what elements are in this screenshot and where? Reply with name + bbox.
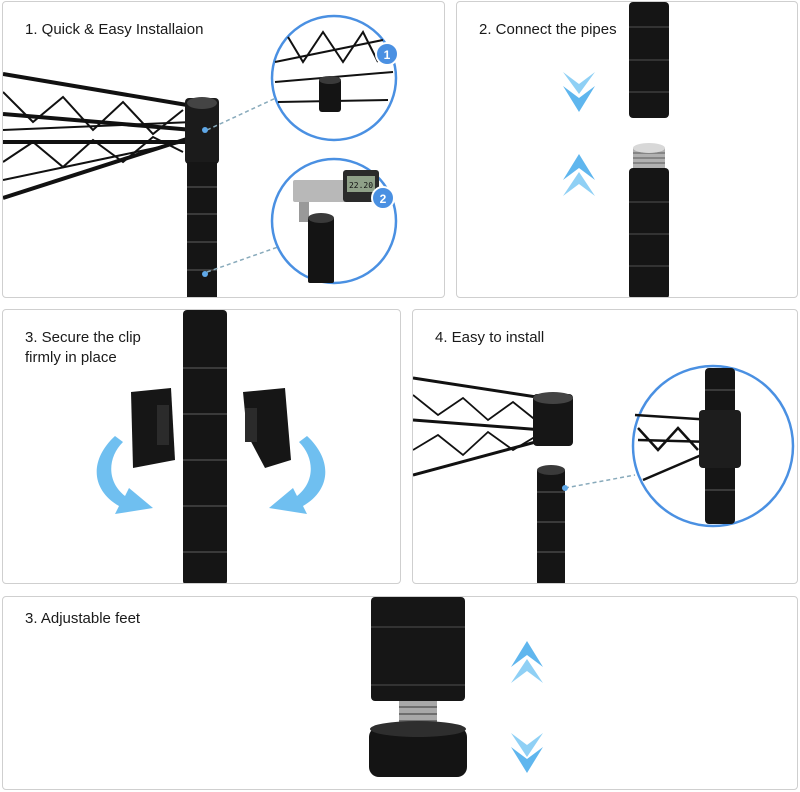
panel-5-caption: 3. Adjustable feet [25, 610, 141, 627]
curved-arrow-right-icon [269, 436, 326, 514]
curved-arrow-left-icon [96, 436, 153, 514]
panel-easy-install: 4. Easy to install [412, 309, 798, 584]
step-badge-1: 1 [375, 42, 399, 66]
panel-1-caption: 1. Quick & Easy Installaion [25, 21, 204, 38]
leveling-foot-illustration [369, 597, 543, 777]
step-badge-2-label: 2 [380, 192, 387, 206]
down-arrow-icon [563, 72, 595, 112]
down-arrow-icon [511, 733, 543, 773]
panel-secure-clip: 3. Secure the clip firmly in place [2, 309, 401, 584]
step-badge-2: 2 [371, 186, 395, 210]
panel-quick-installation: 22.20 1 2 1. Quick & Easy Installaion [2, 1, 445, 298]
panel-4-caption: 4. Easy to install [435, 329, 545, 346]
shelf-corner-illustration: 22.20 1 2 [3, 14, 399, 297]
step-badge-1-label: 1 [384, 48, 391, 62]
shelf-sleeve-illustration [413, 364, 795, 583]
pipe-connection-illustration [563, 2, 669, 297]
panel-3-caption: 3. Secure the clip firmly in place [25, 329, 141, 366]
panel-2-caption: 2. Connect the pipes [479, 21, 617, 38]
caliper-display-reading: 22.20 [349, 181, 373, 190]
up-arrow-icon [511, 641, 543, 683]
panel-connect-pipes: 2. Connect the pipes [456, 1, 798, 298]
up-arrow-icon [563, 154, 595, 196]
panel-adjustable-feet: 3. Adjustable feet [2, 596, 798, 790]
clip-illustration [96, 310, 326, 583]
